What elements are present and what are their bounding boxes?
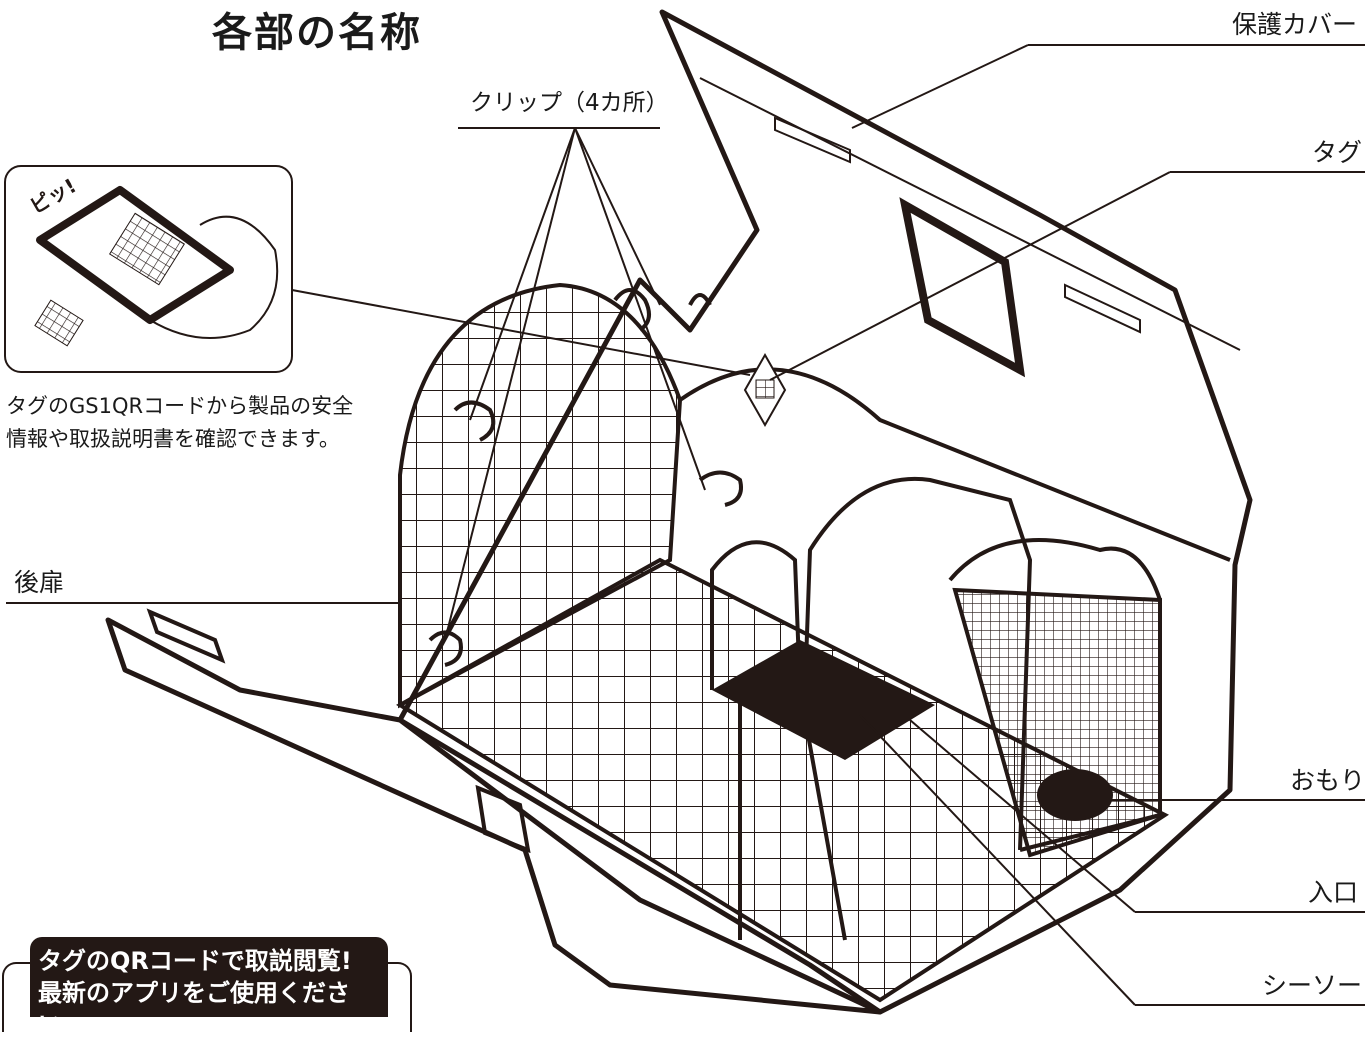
label-clip: クリップ（4カ所） bbox=[470, 90, 669, 116]
banner-line2: 最新のアプリをご使用ください。 bbox=[38, 979, 350, 1039]
label-seesaw: シーソー bbox=[1262, 971, 1363, 1000]
label-tag: タグ bbox=[1312, 138, 1363, 167]
clip-icons bbox=[428, 288, 743, 667]
seesaw-plate bbox=[712, 640, 935, 760]
weight bbox=[1037, 769, 1113, 821]
qr-banner: タグのQRコードで取説閲覧! 最新のアプリをご使用ください。 bbox=[30, 937, 388, 1039]
tag-note: タグのGS1QRコードから製品の安全 情報や取扱説明書を確認できます。 bbox=[6, 390, 366, 456]
trap-illustration: ピッ! bbox=[4, 9, 1365, 1015]
page-title: 各部の名称 bbox=[212, 10, 422, 56]
label-cover: 保護カバー bbox=[1232, 10, 1358, 39]
cover-window bbox=[899, 197, 1026, 378]
tag-note-line1: タグのGS1QRコードから製品の安全 bbox=[6, 394, 354, 418]
leader-lines bbox=[6, 44, 1365, 1006]
tag-note-line2: 情報や取扱説明書を確認できます。 bbox=[6, 427, 340, 451]
tag-icon bbox=[743, 352, 787, 428]
phone-inset bbox=[4, 165, 293, 373]
label-weight: おもり bbox=[1290, 766, 1365, 795]
label-entrance: 入口 bbox=[1308, 878, 1359, 907]
label-rear-door: 後扉 bbox=[14, 568, 65, 597]
banner-line1: タグのQRコードで取説閲覧! bbox=[38, 947, 352, 975]
